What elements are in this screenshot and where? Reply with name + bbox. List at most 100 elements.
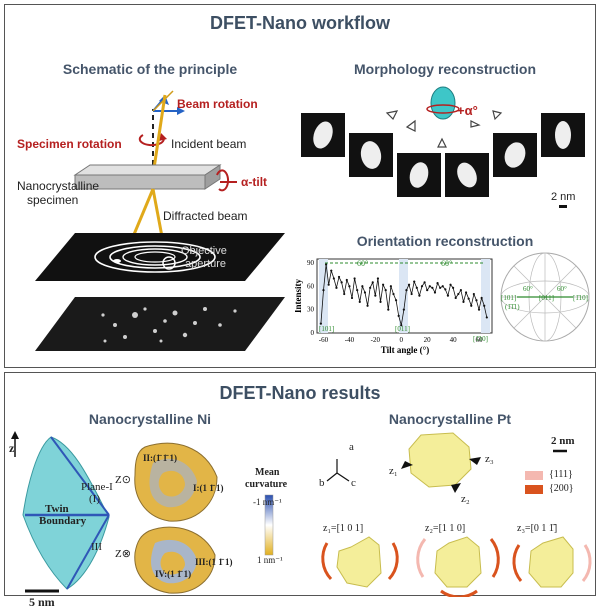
ring-4 xyxy=(134,251,176,263)
data-point xyxy=(405,289,408,292)
data-point xyxy=(394,299,398,302)
x-tick-label: 0 xyxy=(400,336,404,344)
axis-b: b xyxy=(319,477,325,489)
morph-scale: 2 nm xyxy=(551,191,576,203)
facet-iii-label: III:(1 1̄ 1) xyxy=(195,557,233,567)
ring-1 xyxy=(94,241,216,273)
highlight-left xyxy=(319,259,328,333)
alpha-tilt-label: α-tilt xyxy=(241,175,268,189)
data-point xyxy=(444,288,447,291)
data-point xyxy=(366,304,369,307)
z1-label: z₁ xyxy=(389,465,398,477)
pt-views xyxy=(321,536,592,597)
view-z3-label: z₃=[0 1 1̄] xyxy=(517,523,558,534)
plane-iii-edge xyxy=(66,514,110,590)
image-plane xyxy=(35,297,285,351)
facet-ii-label: II:(1̄ 1̄ 1) xyxy=(143,453,177,463)
x-tick-label: -20 xyxy=(371,336,381,344)
twin-label-2: Boundary xyxy=(39,515,87,527)
data-point xyxy=(356,289,359,292)
incident-beam-label: Incident beam xyxy=(171,137,247,151)
view-z3 xyxy=(512,536,592,588)
data-point xyxy=(392,292,395,296)
data-point xyxy=(330,269,333,272)
specimen-rotation-label: Specimen rotation xyxy=(17,137,122,151)
curvature-max: -1 nm⁻¹ xyxy=(253,497,282,507)
y-tick-label: 90 xyxy=(307,259,315,267)
data-point xyxy=(387,308,390,311)
data-point xyxy=(431,286,434,289)
specimen-side xyxy=(204,164,221,190)
morph-angle: +α° xyxy=(457,103,478,118)
morphology-title: Morphology reconstruction xyxy=(354,61,536,77)
rotation-ring xyxy=(426,104,460,114)
highlight-mid xyxy=(399,259,408,333)
z3-arrow xyxy=(469,457,481,465)
morphology-panel xyxy=(301,86,585,208)
data-point xyxy=(470,304,473,307)
data-point xyxy=(467,297,470,300)
data-point xyxy=(449,283,452,286)
data-point xyxy=(322,289,325,292)
x-tick-label: -60 xyxy=(319,336,329,344)
specimen-label-1: Nanocrystalline xyxy=(17,179,100,193)
plane-i-edge xyxy=(50,436,110,516)
pt-axes xyxy=(326,459,350,482)
x-tick-label: 20 xyxy=(424,336,432,344)
x-tick-label: 60 xyxy=(476,336,484,344)
legend-111-swatch xyxy=(525,471,543,480)
pt-scale-label: 2 nm xyxy=(551,435,575,447)
data-point xyxy=(353,277,356,280)
data-point xyxy=(402,308,405,311)
data-point xyxy=(436,282,439,285)
objective-aperture-circle xyxy=(162,256,176,270)
plane-i-label: Plane-I xyxy=(81,481,113,493)
curvature-colorbar xyxy=(264,494,274,556)
data-point xyxy=(477,308,481,311)
data-point xyxy=(485,316,488,319)
data-point xyxy=(459,289,462,292)
mark-011: [011] xyxy=(395,325,410,333)
view-arrows xyxy=(385,110,503,148)
data-point xyxy=(376,277,380,280)
data-point xyxy=(454,296,457,300)
data-point xyxy=(462,300,465,303)
data-point xyxy=(420,285,424,288)
data-point xyxy=(371,281,374,284)
stereo-111: (1̄1̄1) xyxy=(505,303,520,311)
stereo-60a: 60° xyxy=(523,285,533,293)
data-point xyxy=(361,285,364,288)
y-axis-label: Intensity xyxy=(295,279,303,314)
pt-figures xyxy=(321,432,592,597)
ni-top-view xyxy=(134,442,218,522)
z1-arrow xyxy=(401,461,413,469)
data-point xyxy=(480,296,483,300)
specimen-top xyxy=(73,164,222,176)
z-dot-label: Z⊙ xyxy=(115,474,131,486)
reconstructed-particle xyxy=(430,86,456,120)
data-point xyxy=(348,285,351,288)
workflow-panel: DFET-Nano workflow Schematic of the prin… xyxy=(4,4,596,368)
data-point xyxy=(319,322,322,325)
z2-label: z₂ xyxy=(461,493,470,505)
data-point xyxy=(335,286,338,289)
facet-i-label: I:(1 1̄ 1) xyxy=(193,483,224,493)
data-point xyxy=(472,292,475,296)
data-point xyxy=(363,291,367,294)
central-spot xyxy=(113,259,121,263)
principle-title: Schematic of the principle xyxy=(62,61,238,77)
data-point xyxy=(400,324,403,327)
stereo-011: [011] xyxy=(539,294,554,302)
data-point xyxy=(483,304,486,307)
pt-particle xyxy=(408,432,472,488)
principle-schematic xyxy=(35,90,285,351)
mark-101: [101] xyxy=(319,325,334,333)
data-point xyxy=(340,281,343,284)
z2-arrow xyxy=(451,483,461,493)
z-cross-label: Z⊗ xyxy=(115,548,131,560)
plane-i-sub: (I) xyxy=(89,493,100,505)
view-z1 xyxy=(321,536,399,588)
twin-label-1: Twin xyxy=(45,503,69,515)
view-z2 xyxy=(416,536,500,597)
data-point xyxy=(423,281,426,284)
